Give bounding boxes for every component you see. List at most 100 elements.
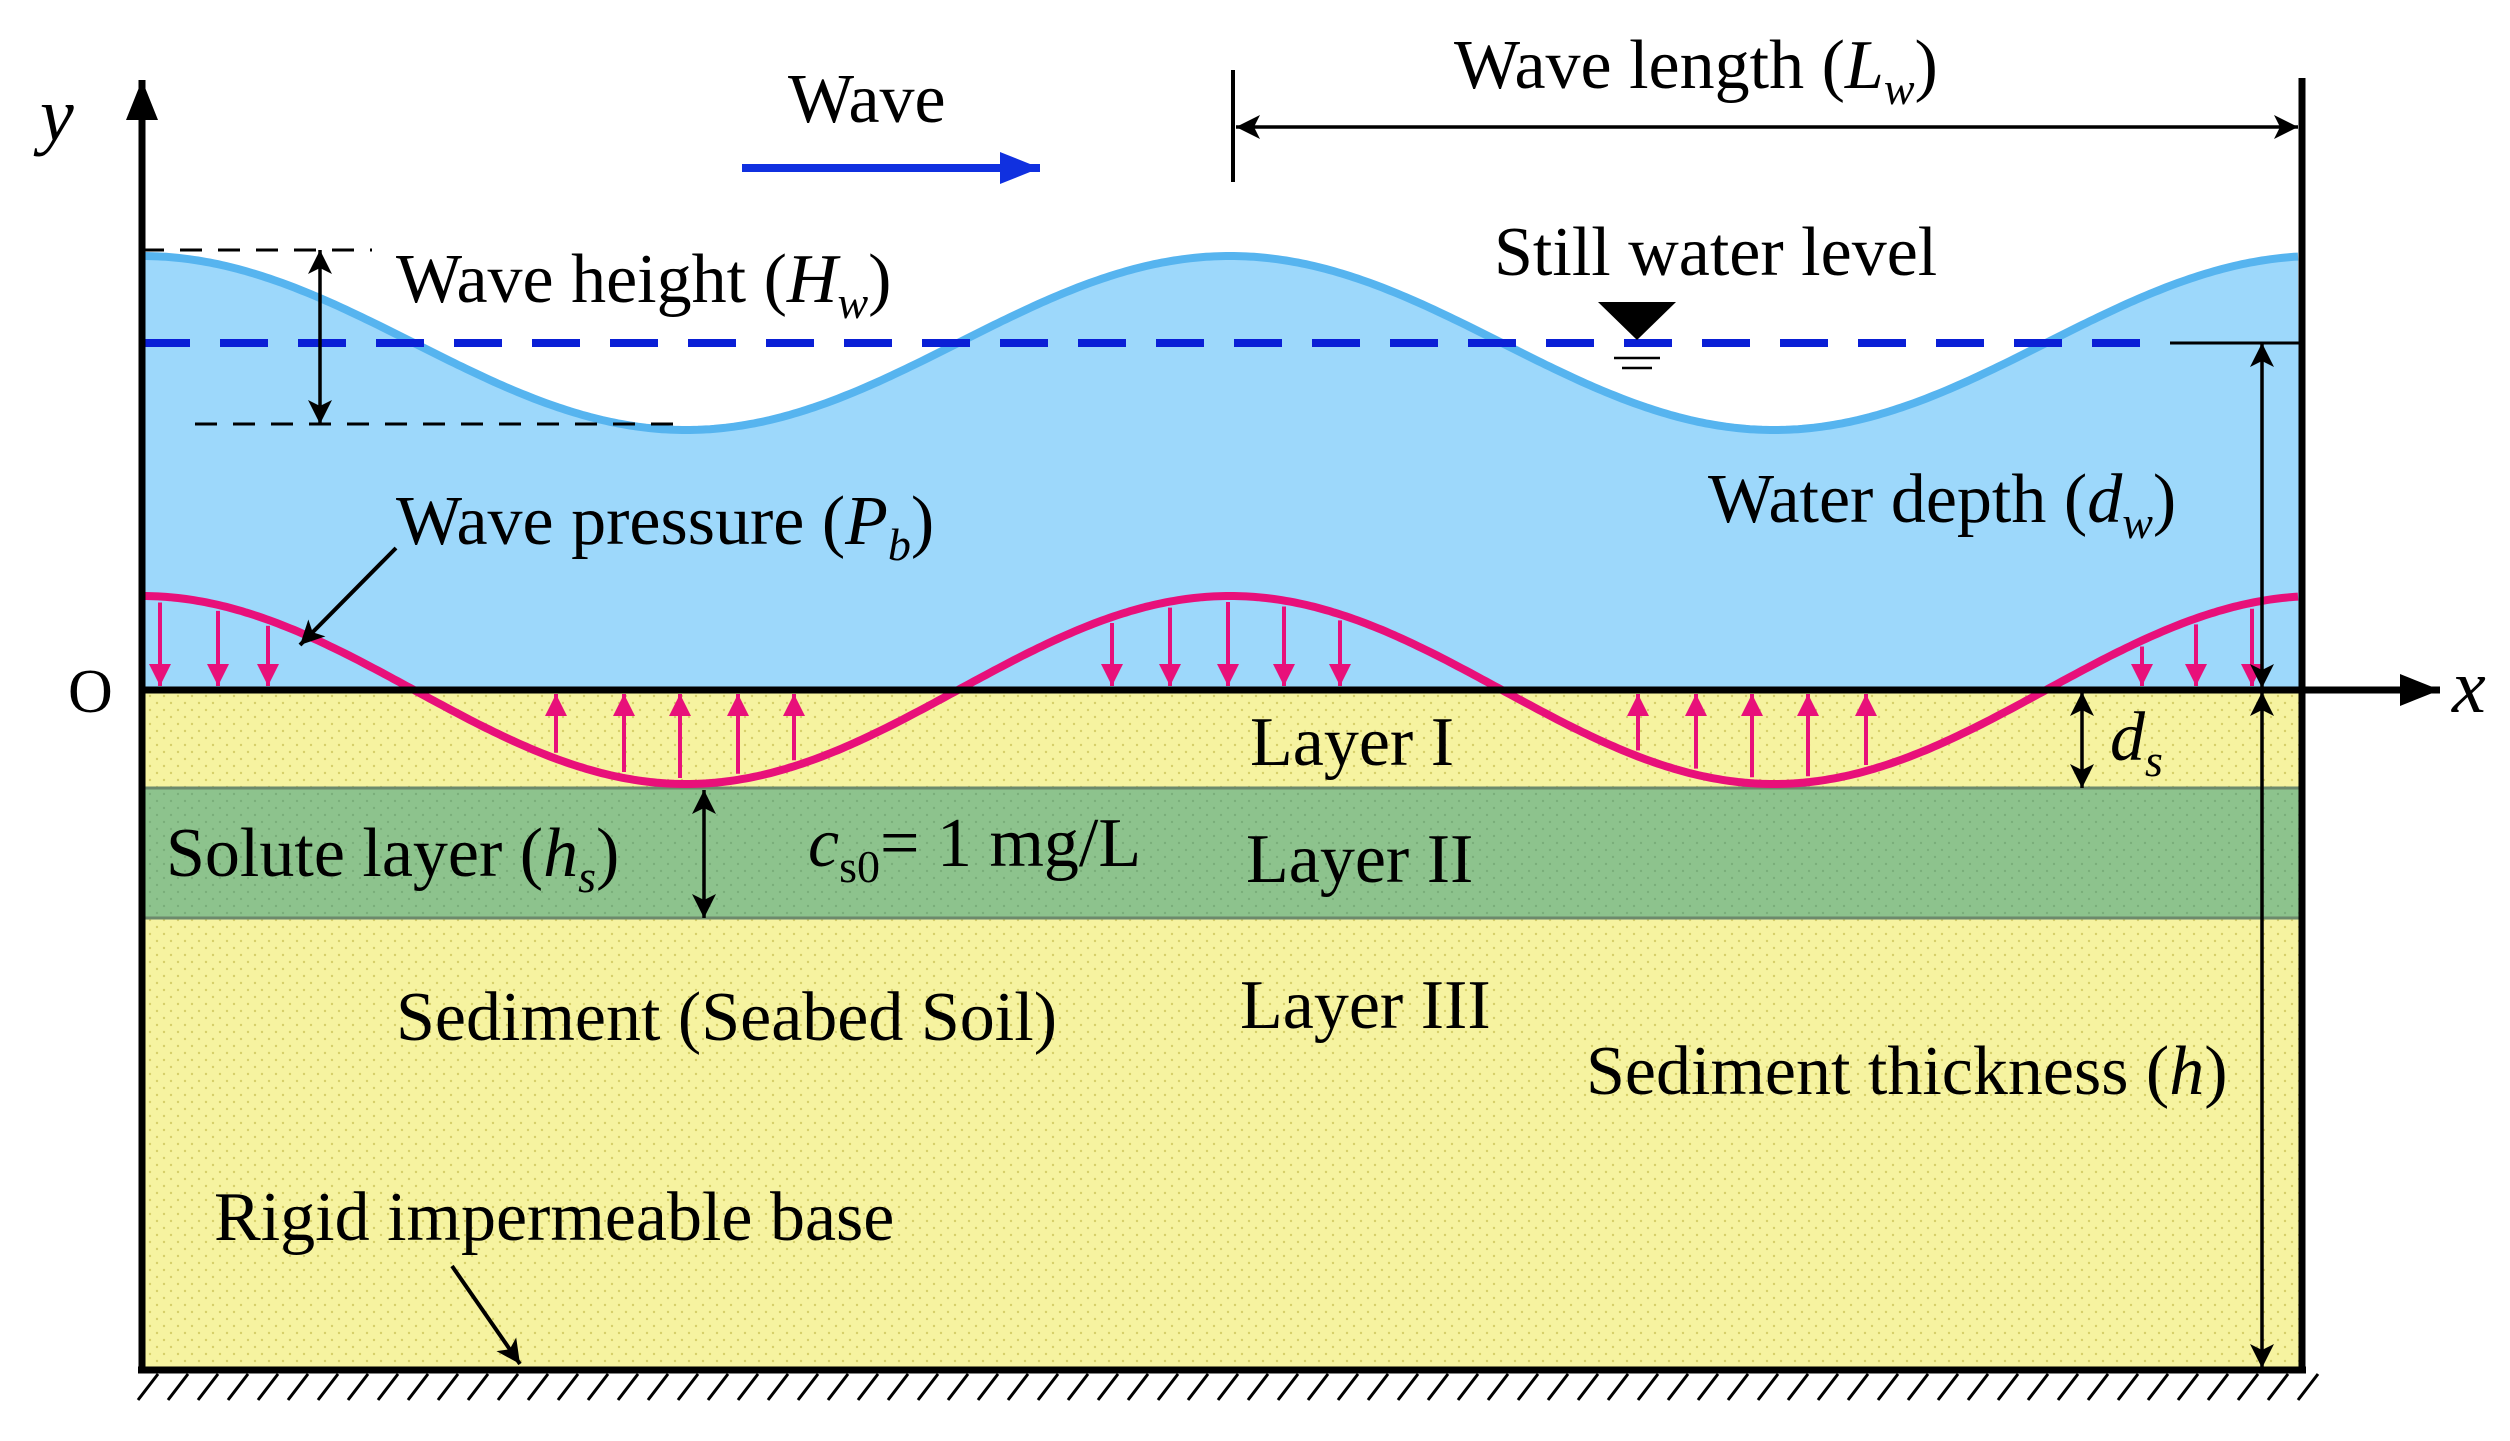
x-axis-label: x — [2451, 645, 2486, 729]
hatch-mark — [556, 1373, 580, 1401]
hatch-mark — [1426, 1373, 1450, 1401]
solute-layer-label: Solute layer (hs) — [166, 815, 619, 902]
hatch-mark — [256, 1373, 280, 1401]
hatch-mark — [676, 1373, 700, 1401]
hatch-mark — [226, 1373, 250, 1401]
hatch-mark — [196, 1373, 220, 1401]
sediment-layer-1-texture — [142, 690, 2300, 788]
hatch-mark — [796, 1373, 820, 1401]
hatch-mark — [2206, 1373, 2230, 1401]
hatch-mark — [2296, 1373, 2320, 1401]
hatch-mark — [1726, 1373, 1750, 1401]
hatch-mark — [616, 1373, 640, 1401]
hatch-mark — [1246, 1373, 1270, 1401]
wave-pressure-arrows — [149, 602, 2263, 778]
sediment-thickness-label: Sediment thickness (h) — [1586, 1033, 2228, 1110]
hatch-mark — [1696, 1373, 1720, 1401]
hatch-mark — [916, 1373, 940, 1401]
hatch-mark — [1096, 1373, 1120, 1401]
hatch-mark — [1906, 1373, 1930, 1401]
solute-layer-texture — [142, 788, 2300, 918]
hatch-mark — [1876, 1373, 1900, 1401]
hatch-mark — [2026, 1373, 2050, 1401]
wave-direction-label: Wave — [788, 61, 946, 138]
hatch-mark — [976, 1373, 1000, 1401]
hatch-mark — [2116, 1373, 2140, 1401]
hatch-mark — [1216, 1373, 1240, 1401]
hatch-mark — [1966, 1373, 1990, 1401]
hatch-mark — [1816, 1373, 1840, 1401]
hatch-mark — [826, 1373, 850, 1401]
hatch-mark — [706, 1373, 730, 1401]
hatch-mark — [1576, 1373, 1600, 1401]
wave-length-label: Wave length (Lw) — [1454, 27, 1938, 114]
layer-3-label: Layer III — [1240, 967, 1491, 1044]
hatch-mark — [1606, 1373, 1630, 1401]
hatch-mark — [1516, 1373, 1540, 1401]
hatch-mark — [1066, 1373, 1090, 1401]
hatch-mark — [346, 1373, 370, 1401]
hatch-mark — [1636, 1373, 1660, 1401]
hatch-mark — [466, 1373, 490, 1401]
wave-pressure-leader — [298, 546, 398, 647]
hatch-mark — [646, 1373, 670, 1401]
hatch-mark — [1276, 1373, 1300, 1401]
hatch-mark — [1336, 1373, 1360, 1401]
hatch-mark — [1156, 1373, 1180, 1401]
hatch-mark — [1036, 1373, 1060, 1401]
hatch-mark — [2266, 1373, 2290, 1401]
hatch-mark — [886, 1373, 910, 1401]
hatch-mark — [1486, 1373, 1510, 1401]
hatch-mark — [1756, 1373, 1780, 1401]
hatch-mark — [2086, 1373, 2110, 1401]
hatch-mark — [1456, 1373, 1480, 1401]
hatch-mark — [1546, 1373, 1570, 1401]
hatch-mark — [1126, 1373, 1150, 1401]
hatch-mark — [1786, 1373, 1810, 1401]
hatch-mark — [1006, 1373, 1030, 1401]
hatch-mark — [1666, 1373, 1690, 1401]
rigid-base-leader — [450, 1264, 522, 1366]
hatch-mark — [496, 1373, 520, 1401]
hatch-mark — [1186, 1373, 1210, 1401]
layer-1-label: Layer I — [1250, 704, 1454, 781]
rigid-base-label: Rigid impermeable base — [214, 1179, 894, 1256]
rigid-base-hatching — [136, 1373, 2320, 1401]
hatch-mark — [316, 1373, 340, 1401]
wave-surface — [142, 252, 2299, 434]
initial-concentration-label: cs0= 1 mg/L — [808, 805, 1141, 892]
hatch-mark — [286, 1373, 310, 1401]
hatch-mark — [436, 1373, 460, 1401]
still-water-level-label: Still water level — [1494, 214, 1937, 291]
hatch-mark — [736, 1373, 760, 1401]
hatch-mark — [856, 1373, 880, 1401]
hatch-mark — [406, 1373, 430, 1401]
water-body — [142, 256, 2300, 690]
hatch-mark — [376, 1373, 400, 1401]
layer-2-label: Layer II — [1246, 821, 1473, 898]
hatch-mark — [1306, 1373, 1330, 1401]
hatch-mark — [1366, 1373, 1390, 1401]
hatch-mark — [1936, 1373, 1960, 1401]
hatch-mark — [2056, 1373, 2080, 1401]
wave-height-label: Wave height (Hw) — [396, 241, 891, 328]
water-depth-label: Water depth (dw) — [1708, 461, 2176, 548]
hatch-mark — [2146, 1373, 2170, 1401]
still-water-symbol — [1598, 302, 1676, 340]
hatch-mark — [2176, 1373, 2200, 1401]
hatch-mark — [766, 1373, 790, 1401]
wave-pressure-curve — [142, 592, 2299, 788]
origin-label: O — [68, 658, 113, 726]
sediment-label: Sediment (Seabed Soil) — [396, 979, 1057, 1056]
hatch-mark — [1996, 1373, 2020, 1401]
hatch-mark — [166, 1373, 190, 1401]
hatch-mark — [586, 1373, 610, 1401]
sediment-layer-3-texture — [142, 918, 2300, 1370]
hatch-mark — [2236, 1373, 2260, 1401]
hatch-mark — [1396, 1373, 1420, 1401]
hatch-mark — [1846, 1373, 1870, 1401]
ds-label: ds — [2110, 699, 2163, 786]
hatch-mark — [136, 1373, 160, 1401]
